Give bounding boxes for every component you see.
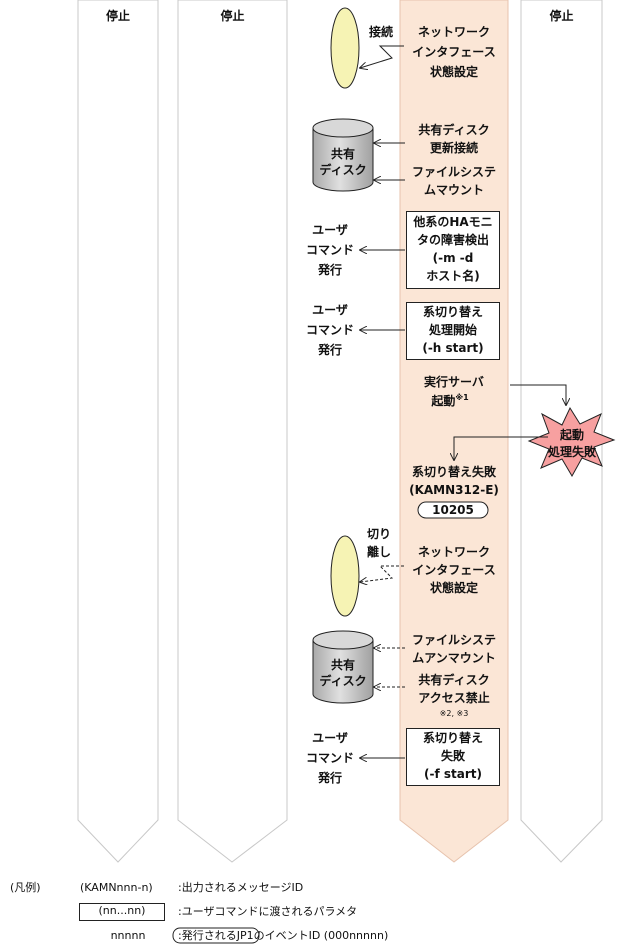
column-1	[77, 0, 159, 863]
user-cmd-1-line3: 発行	[317, 263, 342, 277]
legend-param-desc: :ユーザコマンドに渡されるパラメタ	[178, 905, 358, 918]
nic-setting-2-line3: 状態設定	[429, 581, 478, 595]
disk-1-line1: 共有	[330, 147, 355, 161]
user-cmd-1-line1: ユーザ	[312, 223, 348, 237]
disk-2-line1: 共有	[330, 658, 355, 672]
ha-detect-line2: タの障害検出	[416, 233, 489, 247]
user-cmd-1-line2: コマンド	[305, 243, 354, 257]
legend-title: (凡例)	[10, 881, 41, 894]
disk-cylinder-1	[312, 118, 374, 192]
fs-unmount-line2: ムアンマウント	[412, 651, 496, 665]
switch-fail-cmd-line1: 系切り替え	[422, 731, 483, 745]
legend-msg-sample: (KAMNnnn-n)	[80, 881, 153, 894]
switch-fail-line1: 系切り替え失敗	[411, 465, 496, 479]
legend-param-sample: (nn...nn)	[98, 904, 146, 917]
user-cmd-2-line3: 発行	[317, 343, 342, 357]
nic-setting-2-line2: インタフェース	[412, 563, 496, 577]
ha-detect-line1: 他系のHAモニ	[413, 215, 493, 229]
column-4-header: 停止	[549, 9, 574, 23]
shared-disk-update-line1: 共有ディスク	[418, 123, 490, 137]
failure-burst	[527, 406, 616, 478]
switch-fail-cmd-line2: 失敗	[440, 749, 465, 763]
note-2-3: ※2, ※3	[439, 709, 469, 718]
exec-server-line2: 起動	[431, 394, 456, 408]
nic-ellipse-2	[330, 535, 360, 617]
detach-line1: 切り	[366, 527, 391, 541]
column-2-header: 停止	[220, 9, 245, 23]
nic-setting-2-line1: ネットワーク	[417, 545, 490, 559]
ha-detect-line4: ホスト名)	[426, 269, 480, 283]
disk-1-line2: ディスク	[319, 163, 367, 177]
burst-line2: 処理失敗	[547, 445, 596, 459]
column-1-header: 停止	[105, 9, 130, 23]
switch-fail-box	[406, 728, 500, 786]
note-1: ※1	[455, 393, 469, 402]
nic-setting-1-line1: ネットワーク	[417, 25, 490, 39]
ha-detect-line3: (-m -d	[432, 251, 474, 265]
user-cmd-3-line1: ユーザ	[312, 731, 348, 745]
column-2	[177, 0, 288, 863]
disk-2-line2: ディスク	[319, 674, 367, 688]
fs-mount-line2: ムマウント	[423, 183, 484, 197]
disk-cylinder-2	[312, 630, 374, 704]
fs-mount-line1: ファイルシステ	[411, 165, 496, 179]
legend-param-box	[79, 903, 165, 921]
shared-disk-update-line2: 更新接続	[429, 141, 478, 155]
connect-label: 接続	[368, 25, 393, 39]
switch-start-box	[406, 302, 500, 360]
user-cmd-2-line2: コマンド	[305, 323, 354, 337]
switch-fail-cmd-line3: (-f start)	[424, 767, 482, 781]
user-cmd-3-line2: コマンド	[305, 751, 354, 765]
legend-event-sample: nnnnn	[110, 929, 146, 942]
shared-disk-prohibit-line2: アクセス禁止	[418, 691, 490, 705]
switch-start-line1: 系切り替え	[422, 305, 483, 319]
switch-start-line2: 処理開始	[428, 323, 477, 337]
fs-unmount-line1: ファイルシステ	[411, 633, 496, 647]
switch-start-line3: (-h start)	[422, 341, 484, 355]
event-id: 10205	[432, 503, 474, 517]
ha-detect-box	[406, 211, 500, 289]
burst-line1: 起動	[559, 428, 584, 442]
detach-line2: 離し	[366, 545, 391, 559]
nic-setting-1-line2: インタフェース	[412, 45, 496, 59]
exec-server-line2-wrap: 起動※1	[400, 393, 500, 409]
exec-server-line1: 実行サーバ	[424, 375, 484, 389]
nic-ellipse-1	[330, 7, 360, 89]
switch-fail-line2: (KAMN312-E)	[409, 483, 499, 497]
user-cmd-3-line3: 発行	[317, 771, 342, 785]
nic-setting-1-line3: 状態設定	[429, 65, 478, 79]
legend-event-pill	[172, 927, 260, 944]
legend-event-desc: :発行されるJP1のイベントID (000nnnnn)	[178, 929, 389, 942]
legend-msg-desc: :出力されるメッセージID	[178, 881, 304, 894]
event-pill	[417, 501, 489, 519]
shared-disk-prohibit-line1: 共有ディスク	[418, 673, 490, 687]
user-cmd-2-line1: ユーザ	[312, 303, 348, 317]
